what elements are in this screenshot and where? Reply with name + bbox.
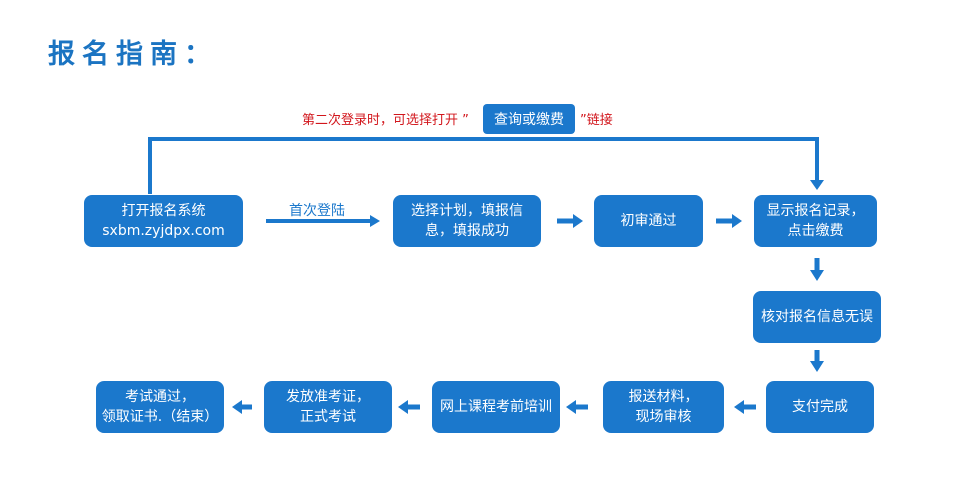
step-open-system-line1: 打开报名系统: [121, 203, 206, 219]
revisit-loop-line: [148, 137, 819, 194]
page-title: 报名指南：: [48, 39, 218, 70]
step-verify-info-line1: 核对报名信息无误: [761, 309, 873, 325]
step-show-records-line2: 点击缴费: [787, 223, 844, 239]
step-online-training: 网上课程考前培训: [432, 381, 560, 433]
step-payment-complete-line1: 支付完成: [792, 399, 848, 415]
step-get-certificate-line1: 考试通过，: [125, 389, 195, 405]
step-issue-admission-line1: 发放准考证，: [286, 389, 370, 405]
query-or-pay-button: 查询或缴费: [483, 104, 575, 134]
loop-arrowhead: [810, 180, 824, 190]
step-show-records: 显示报名记录， 点击缴费: [754, 195, 877, 247]
revisit-note-before: 第二次登录时，可选择打开 ”: [302, 113, 469, 128]
step-submit-materials: 报送材料， 现场审核: [603, 381, 724, 433]
step-initial-review: 初审通过: [594, 195, 703, 247]
step-get-certificate: 考试通过， 领取证书.（结束）: [96, 381, 224, 433]
step-submit-materials-line2: 现场审核: [635, 409, 692, 425]
step-select-plan-line1: 选择计划，填报信: [411, 203, 523, 219]
step-select-plan: 选择计划，填报信 息，填报成功: [393, 195, 541, 247]
step-initial-review-line1: 初审通过: [620, 213, 677, 229]
step-online-training-line1: 网上课程考前培训: [440, 399, 552, 415]
first-login-label: 首次登陆: [289, 203, 345, 219]
step-open-system: 打开报名系统 sxbm.zyjdpx.com: [84, 195, 243, 247]
step-payment-complete: 支付完成: [766, 381, 874, 433]
step-show-records-line1: 显示报名记录，: [766, 203, 865, 219]
step-open-system-url: sxbm.zyjdpx.com: [102, 223, 225, 239]
step-select-plan-line2: 息，填报成功: [425, 223, 509, 239]
revisit-note-after: ”链接: [580, 113, 613, 128]
step-issue-admission-line2: 正式考试: [300, 409, 356, 425]
step-get-certificate-line2: 领取证书.（结束）: [101, 409, 219, 425]
step-issue-admission: 发放准考证， 正式考试: [264, 381, 392, 433]
step-submit-materials-line1: 报送材料，: [628, 389, 699, 405]
step-verify-info: 核对报名信息无误: [753, 291, 881, 343]
